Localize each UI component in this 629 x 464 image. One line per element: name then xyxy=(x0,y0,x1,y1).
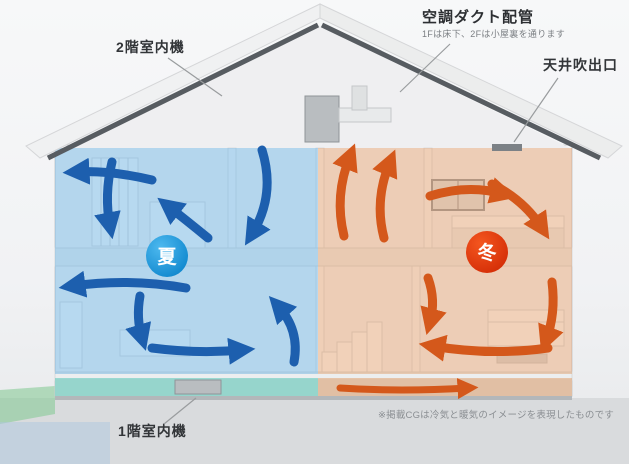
leader-ceiling-outlet xyxy=(513,77,559,143)
summer-airflow xyxy=(58,145,300,367)
winter-badge-circle xyxy=(466,231,508,273)
label-unit-1f: 1階室内機 xyxy=(118,423,187,439)
label-disclaimer: ※掲載CGは冷気と暖気のイメージを表現したものです xyxy=(378,409,614,421)
summer-arrow-1f-down xyxy=(125,291,152,351)
winter-zone-tint xyxy=(318,148,572,374)
leader-unit-2f xyxy=(167,57,223,97)
winter-arrow-underfloor xyxy=(336,378,479,400)
winter-badge: 冬 xyxy=(466,231,508,273)
summer-arrow-1f-right xyxy=(147,337,256,365)
summer-badge-circle xyxy=(146,235,188,277)
winter-arrow-1f-down-center xyxy=(420,273,447,336)
callouts: 2階室内機 空調ダクト配管 1Fは床下、2Fは小屋裏を通ります 天井吹出口 1階… xyxy=(116,8,618,439)
summer-arrow-1f-left xyxy=(58,270,191,298)
label-ceiling-outlet: 天井吹出口 xyxy=(543,57,618,73)
foundation xyxy=(55,396,572,400)
label-duct-title: 空調ダクト配管 xyxy=(422,8,534,26)
winter-arrow-2f-up-2 xyxy=(372,149,398,243)
summer-arrow-1f-up xyxy=(268,296,300,367)
garden-green-strip xyxy=(0,386,55,424)
leader-duct xyxy=(399,43,451,93)
duct-pipe-vertical xyxy=(351,85,368,111)
summer-badge-label: 夏 xyxy=(157,246,177,268)
summer-arrow-2f-supply xyxy=(244,145,272,246)
ground xyxy=(0,386,629,464)
winter-badge-label: 冬 xyxy=(477,241,496,264)
leader-unit-1f xyxy=(163,397,197,425)
label-unit-2f: 2階室内機 xyxy=(116,39,185,55)
summer-arrow-2f-down xyxy=(94,157,121,240)
attic-duct-unit xyxy=(304,85,392,143)
airflow-tints xyxy=(55,148,572,396)
winter-arrow-2f-up-1 xyxy=(332,143,358,241)
roof-underside-left xyxy=(46,22,320,161)
winter-arrow-2f-right xyxy=(425,177,518,204)
roof-underside-right xyxy=(320,22,602,161)
summer-arrow-2f-upleft xyxy=(157,197,213,243)
winter-arrow-1f-down-wall xyxy=(538,277,564,353)
ceiling-outlet-vent xyxy=(492,144,522,151)
winter-airflow xyxy=(332,143,564,400)
roof-right-slab xyxy=(319,3,623,159)
indoor-unit-underfloor xyxy=(174,379,222,395)
roof xyxy=(25,3,623,161)
label-duct-note: 1Fは床下、2Fは小屋裏を通ります xyxy=(422,28,565,39)
winter-arrow-1f-left xyxy=(418,334,553,362)
attic-space xyxy=(62,26,570,148)
summer-badge: 夏 xyxy=(146,235,188,277)
winter-arrow-2f-downright xyxy=(487,179,550,240)
indoor-unit-attic xyxy=(304,95,340,143)
ground-blue-corner xyxy=(0,422,110,464)
